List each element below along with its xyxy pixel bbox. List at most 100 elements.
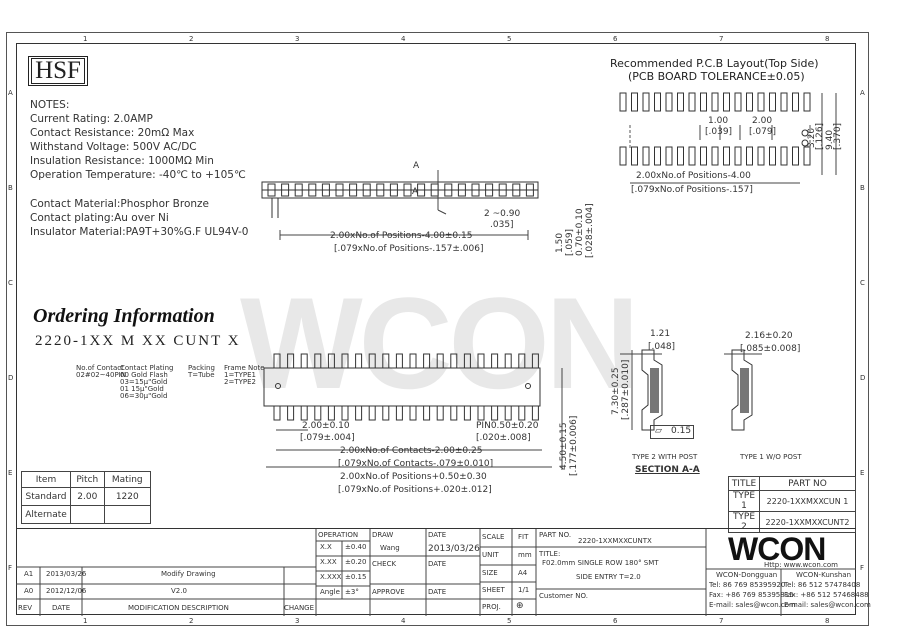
tb-unit-label: UNIT [482,551,499,559]
mating-cell: 1220 [103,487,152,506]
grid-mark-number: 2 [189,617,194,625]
mating-cell [70,505,105,524]
pcb-pad [631,146,638,166]
mating-header: Pitch [70,471,105,488]
tb-draw: DRAW [372,531,394,539]
dim-label: [.039] [705,127,733,137]
ordering-label: Frame Note 1=TYPE1 2=TYPE2 [224,364,265,386]
connector-pin [362,183,371,197]
connector-pin [335,183,344,197]
tolerance-value: ±0.40 [345,543,367,551]
tolerance-key: Angle [320,588,340,596]
pcb-pad [780,146,788,166]
wcon-mail: E-mail: sales@wcon.com [709,601,796,609]
tolerance-value: ±0.20 [345,558,367,566]
title-block: OPERATION DRAW Wang DATE 2013/03/26 CHEC… [16,528,871,616]
rev-date: 2013/03/26 [46,570,87,578]
mating-cell: Alternate [21,505,71,524]
pcb-pad [631,92,638,112]
connector-front-view [263,353,563,470]
pcb-pad [746,92,753,112]
tb-date-label: DATE [428,588,447,596]
connector-pin [376,183,385,197]
notes-title: NOTES: [30,99,70,111]
dim-label: PIN0.50±0.20 [476,421,539,431]
tb-title-line: SIDE ENTRY T=2.0 [576,573,641,581]
connector-pin [314,405,322,421]
pcb-pad [619,92,627,112]
connector-pin [314,353,322,369]
dim-label: 2.00xNo.of Positions-4.00±0.15 [330,231,473,241]
connector-pin [518,405,526,421]
pcb-pad [757,92,765,112]
grid-mark-number: 2 [189,35,194,43]
connector-pin [287,405,295,421]
connector-pin [518,353,526,369]
grid-mark-letter: D [8,374,14,382]
tolerance-value: ±0.15 [345,573,367,581]
ordering-title: Ordering Information [33,305,215,327]
tb-sheet-label: SHEET [482,586,505,594]
pcb-pad [734,92,742,112]
section-type-label: TYPE 1 W/O POST [740,453,802,461]
connector-pin [355,353,363,369]
rev-id: A0 [24,587,34,595]
connector-pin [444,183,453,197]
connector-pin [403,183,412,197]
connector-pin [287,353,295,369]
tb-scale-label: SCALE [482,533,505,541]
pcb-pad [711,146,719,166]
connector-pin [300,405,308,421]
wcon-logo: WCON [728,531,826,567]
pcb-pad [803,146,811,166]
tb-date: 2013/03/26 [428,544,480,554]
tolerance-key: X.XX [320,558,337,566]
connector-pin [308,183,317,197]
connector-pin [321,183,330,197]
tb-scale: FIT [518,533,529,541]
title-block-grid [16,529,856,616]
connector-pin [436,353,444,369]
connector-pin [512,183,521,197]
connector-pin [525,183,534,197]
tb-unit: mm [518,551,532,559]
type-table-cell: 2220-1XXMXXCUN 1 [759,490,856,512]
tb-date-label: DATE [428,560,447,568]
connector-pin [463,353,471,369]
rev-desc: V2.0 [171,587,187,595]
pcb-pad [665,92,673,112]
pcb-pad [677,92,684,112]
grid-mark-number: 5 [507,35,512,43]
connector-pin [341,353,349,369]
section-title: SECTION A-A [635,465,700,475]
dim-label: 2.00±0.10 [302,421,350,431]
dim-label: 1.00 [708,116,729,126]
connector-pin [327,405,335,421]
grid-mark-number: 6 [613,617,618,625]
connector-pin [273,405,281,421]
pcb-pad [792,92,799,112]
pcb-pad [688,146,696,166]
section-marker-a: A [412,187,419,197]
connector-pin [327,353,335,369]
type-table-header: TITLE [728,476,760,491]
flatness-icon: ⏥ [655,426,662,436]
pcb-pad [792,146,799,166]
mating-header: Mating [103,471,152,488]
dim-label: [.020±.008] [476,433,531,443]
note-line: Insulation Resistance: 1000MΩ Min [30,155,214,167]
grid-mark-letter: A [8,89,13,97]
wcon-office: WCON-Kunshan [796,571,852,579]
grid-mark-number: 4 [401,35,406,43]
connector-pin [463,405,471,421]
outer-border [6,32,869,626]
tb-approve: APPROVE [372,588,405,596]
connector-pin [409,353,417,369]
tb-partno-label: PART NO. [539,531,572,539]
connector-pin [341,405,349,421]
connector-pin [436,405,444,421]
wcon-tel: Tel: 86 512 57478408 [784,581,861,589]
grid-mark-letter: C [860,279,865,287]
dim-label: [.048] [648,342,676,352]
grid-mark-letter: C [8,279,13,287]
